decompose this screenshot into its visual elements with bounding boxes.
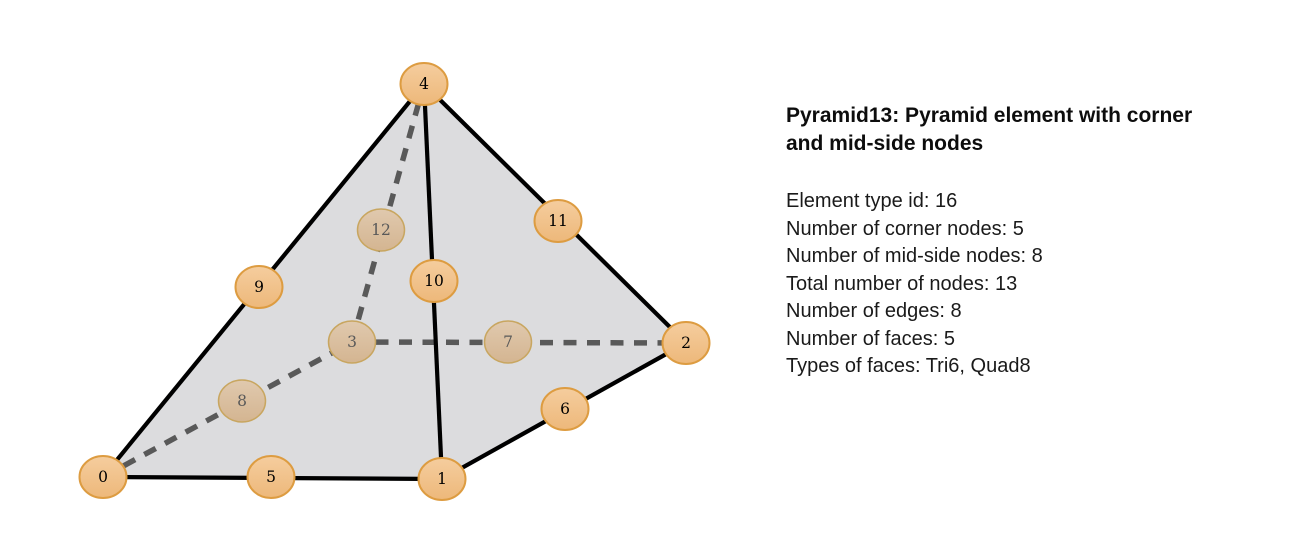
node-0 (78, 455, 128, 499)
property-face-types: Types of faces: Tri6, Quad8 (786, 355, 1031, 377)
node-label-10: 10 (424, 272, 444, 290)
property-edges: Number of edges: 8 (786, 300, 962, 322)
node-7 (483, 320, 533, 364)
property-element-type-id: Element type id: 16 (786, 190, 958, 212)
property-total-nodes: Total number of nodes: 13 (786, 272, 1018, 295)
node-4 (399, 62, 449, 106)
node-label-0: 0 (98, 468, 108, 486)
node-label-5: 5 (266, 468, 276, 486)
node-label-7: 7 (503, 333, 513, 351)
property-mid-side-nodes: Number of mid-side nodes: 8 (786, 245, 1043, 267)
element-title: Pyramid13: Pyramid element with corner a… (786, 102, 1206, 158)
node-1 (417, 457, 467, 501)
element-info-panel: Pyramid13: Pyramid element with corner a… (786, 102, 1206, 381)
node-8 (217, 379, 267, 423)
node-label-3: 3 (347, 333, 357, 351)
node-2 (661, 321, 711, 365)
node-12 (356, 208, 406, 252)
node-label-4: 4 (419, 75, 429, 93)
face-layer (103, 84, 686, 479)
element-title-line1: Pyramid13: Pyramid element with corner (786, 104, 1193, 127)
node-label-1: 1 (437, 470, 447, 488)
node-11 (533, 199, 583, 243)
element-properties: Element type id: 16 Number of corner nod… (786, 188, 1206, 381)
hidden-edge-3-4 (349, 83, 427, 343)
node-9 (234, 265, 284, 309)
node-label-8: 8 (237, 392, 247, 410)
node-5 (246, 455, 296, 499)
property-faces: Number of faces: 5 (786, 327, 955, 350)
property-corner-nodes: Number of corner nodes: 5 (786, 217, 1024, 240)
node-6 (540, 387, 590, 431)
element-title-line2: and mid-side nodes (786, 132, 984, 155)
node-label-11: 11 (548, 212, 568, 230)
node-label-9: 9 (254, 278, 264, 296)
node-label-12: 12 (371, 221, 391, 239)
node-3 (327, 320, 377, 364)
node-10 (409, 259, 459, 303)
node-label-2: 2 (681, 334, 691, 352)
pyramid-face (103, 84, 686, 479)
node-label-6: 6 (560, 400, 570, 418)
